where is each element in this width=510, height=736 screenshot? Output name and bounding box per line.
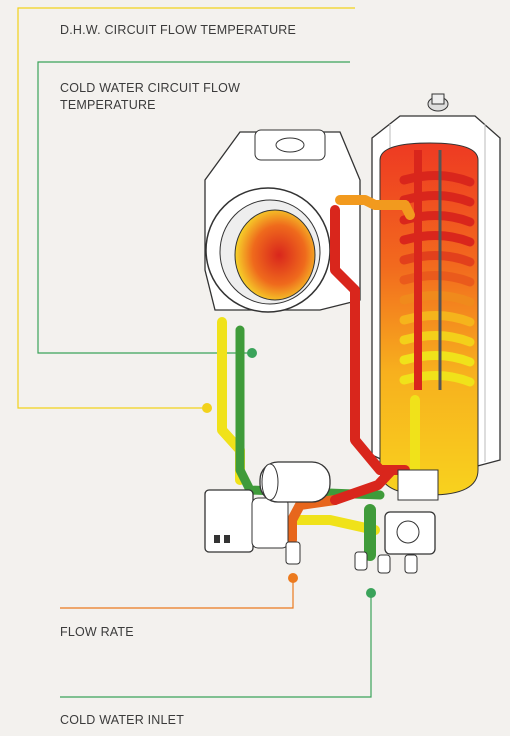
dhw-callout-line [17, 7, 355, 413]
inlet-callout-dot [366, 588, 376, 598]
outlet-fittings [285, 541, 418, 574]
cold-flow-callout-dot [247, 348, 257, 358]
cold-water-flow-temperature-label: COLD WATER CIRCUIT FLOW TEMPERATURE [60, 80, 240, 114]
cold-water-inlet-label: COLD WATER INLET [60, 713, 185, 727]
cold-water-flow-temperature-line1: COLD WATER CIRCUIT FLOW [60, 81, 241, 95]
burner-unit [204, 129, 361, 313]
flow-rate-callout-line [60, 573, 298, 609]
hot-flow-pipe [330, 195, 415, 475]
heat-exchanger-coil [399, 170, 475, 387]
valve-block [384, 469, 439, 555]
dhw-callout-dot [202, 403, 212, 413]
expansion-vessel [259, 461, 331, 503]
circulation-pump [204, 489, 289, 553]
cold-flow-callout-line [37, 61, 350, 358]
flow-rate-callout-dot [288, 573, 298, 583]
inlet-callout-line [60, 588, 376, 698]
flow-rate-pipe [287, 465, 397, 545]
cold-water-flow-temperature-line2: TEMPERATURE [60, 98, 156, 112]
dhw-flow-temperature-label: D.H.W. CIRCUIT FLOW TEMPERATURE [60, 23, 297, 37]
flow-rate-label: FLOW RATE [60, 625, 134, 639]
